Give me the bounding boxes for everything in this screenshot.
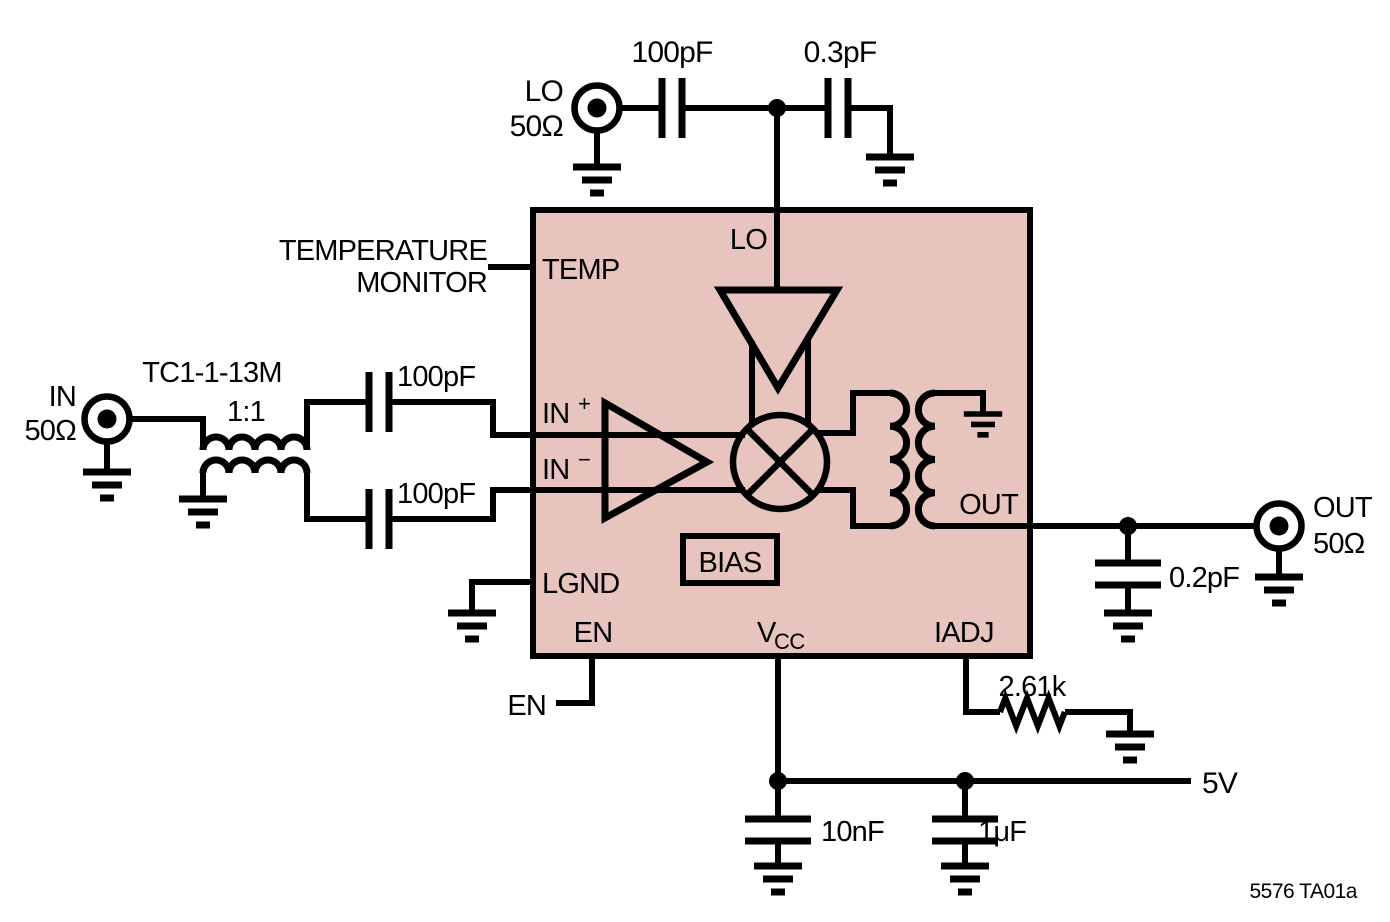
pin-en-label: EN — [574, 617, 613, 649]
enable-label: EN — [507, 690, 546, 722]
junction-dot — [768, 99, 786, 117]
wire — [389, 399, 745, 522]
out-shunt-cap-icon — [1095, 559, 1161, 589]
wire — [469, 579, 533, 612]
pin-in-plus-label: IN — [542, 398, 569, 430]
rf-input-network: IN 50Ω TC1-1-13M 1:1 100pF 100pF — [24, 357, 745, 549]
bias-box — [680, 533, 780, 586]
pin-in-minus-sup: − — [578, 447, 590, 472]
enable-network: EN — [507, 656, 595, 722]
pin-vcc-label: V — [757, 617, 777, 649]
mixer-x-icon — [744, 426, 816, 498]
bias-label: BIAS — [699, 547, 762, 579]
wire — [818, 390, 890, 529]
pin-lgnd-label: LGND — [542, 568, 619, 600]
lo-port-label: LO — [525, 75, 563, 108]
lo-port-connector — [575, 86, 620, 131]
mixer-circle-icon — [729, 411, 831, 513]
supply-network: 2.61k 5V 10nF 1μF — [745, 656, 1239, 892]
balun-primary-winding-icon — [889, 389, 911, 530]
temperature-label-line1: TEMPERATURE — [279, 235, 488, 267]
ground-icon — [1104, 613, 1152, 639]
out-port-label: OUT — [1313, 492, 1373, 524]
supply-rail-label: 5V — [1202, 767, 1238, 800]
junction-dot — [769, 772, 787, 790]
junction-dot — [956, 772, 974, 790]
pin-out-label: OUT — [959, 489, 1019, 521]
iadj-resistor-icon — [997, 689, 1068, 735]
pin-lo-label: LO — [730, 224, 767, 256]
figure-reference: 5576 TA01a — [1250, 880, 1358, 903]
lo-port-impedance: 50Ω — [510, 110, 564, 143]
lo-shunt-cap-value: 0.3pF — [804, 36, 877, 69]
ground-icon — [179, 499, 227, 525]
transformer-secondary-winding-icon — [199, 456, 311, 474]
wire — [200, 399, 369, 522]
out-shunt-cap-value: 0.2pF — [1169, 562, 1239, 594]
ground-icon — [941, 866, 989, 892]
wire — [594, 105, 893, 292]
lgnd-network — [448, 579, 533, 639]
ground-icon — [866, 157, 914, 183]
lo-diff-lines — [749, 339, 811, 424]
in-plus-cap-icon — [365, 372, 393, 432]
ground-icon — [573, 167, 621, 193]
pin-temp-label: TEMP — [542, 254, 619, 286]
vcc-bypass-cap-icon — [745, 815, 811, 845]
wire — [1125, 526, 1282, 612]
lo-series-cap-icon — [658, 78, 686, 138]
transformer-primary-winding-icon — [199, 433, 311, 451]
in-plus-cap-value: 100pF — [397, 361, 475, 393]
transformer-ratio: 1:1 — [227, 396, 265, 428]
pin-in-minus-label: IN — [542, 454, 569, 486]
transformer-part-number: TC1-1-13M — [142, 357, 281, 389]
out-port-impedance: 50Ω — [1313, 528, 1365, 560]
out-port-connector — [1257, 504, 1302, 549]
balun-secondary-winding-icon — [914, 389, 936, 530]
pin-vcc-sub: CC — [774, 629, 805, 654]
lo-input-network: LO 50Ω 100pF 0.3pF — [510, 36, 914, 292]
pin-in-plus-sup: + — [578, 391, 590, 416]
temperature-monitor: TEMPERATURE MONITOR — [279, 235, 533, 299]
iadj-resistor-value: 2.61k — [999, 671, 1067, 703]
ground-icon — [754, 866, 802, 892]
in-port-label: IN — [49, 381, 76, 413]
in-port-connector — [85, 397, 130, 442]
wire — [935, 390, 986, 412]
temperature-label-line2: MONITOR — [356, 267, 487, 299]
wire — [556, 656, 595, 706]
vcc-bypass-cap-value: 10nF — [821, 816, 884, 848]
pin-iadj-label: IADJ — [934, 617, 994, 649]
lo-series-cap-value: 100pF — [631, 36, 713, 69]
ic-internals: BIAS TEMP LO IN + IN − LGND EN V CC IADJ… — [542, 224, 1020, 654]
input-amplifier-icon — [601, 396, 715, 524]
lo-shunt-cap-icon — [824, 78, 852, 138]
wire — [104, 416, 206, 471]
ground-icon — [448, 613, 496, 639]
ground-icon — [83, 472, 131, 498]
wire — [963, 656, 1133, 733]
in-minus-cap-value: 100pF — [397, 478, 475, 510]
in-port-impedance: 50Ω — [24, 415, 76, 447]
ground-icon — [1106, 734, 1154, 760]
in-minus-cap-icon — [365, 489, 393, 549]
ground-icon — [1255, 577, 1303, 603]
bulk-cap-value: 1μF — [978, 816, 1026, 848]
output-network: 0.2pF OUT 50Ω — [935, 492, 1374, 639]
